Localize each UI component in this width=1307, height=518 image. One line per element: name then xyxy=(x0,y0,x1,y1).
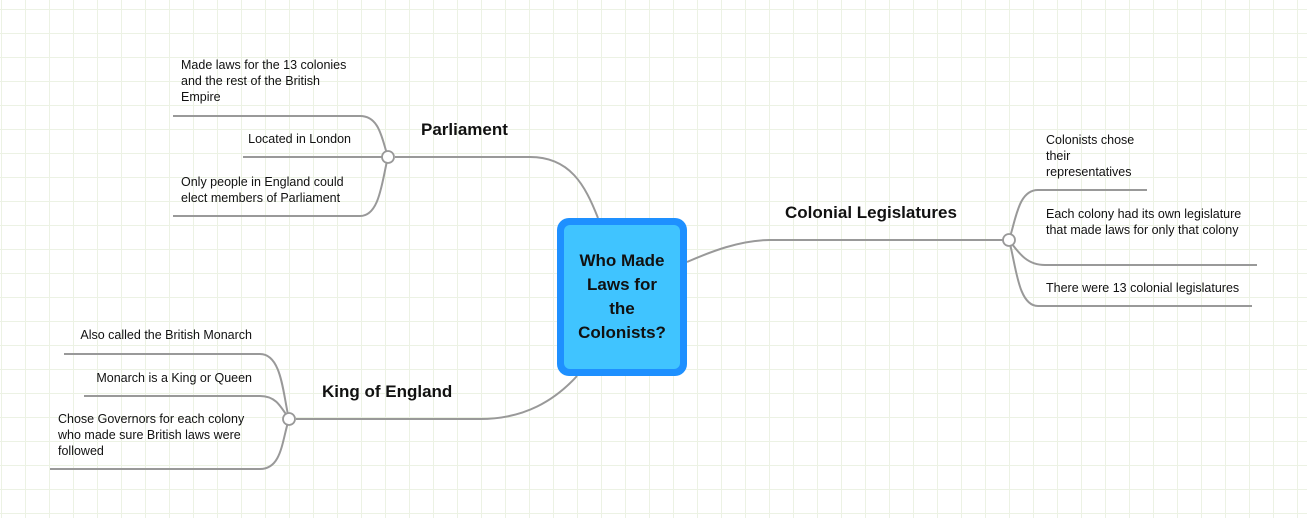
subtopic-king-2[interactable]: Monarch is a King or Queen xyxy=(96,371,252,385)
topic-colonial-legislatures[interactable]: Colonial Legislatures xyxy=(785,203,957,222)
subtopic-king-1[interactable]: Also called the British Monarch xyxy=(80,328,252,342)
subtopic-colonial-1[interactable]: Colonists chose their representatives xyxy=(1046,133,1135,179)
subtopic-colonial-2[interactable]: Each colony had its own legislature that… xyxy=(1046,207,1242,237)
subtopic-king-3[interactable]: Chose Governors for each colony who made… xyxy=(58,412,245,458)
topic-parliament[interactable]: Parliament xyxy=(421,120,508,139)
central-topic-label: Who Made Laws for the Colonists? xyxy=(564,225,680,369)
king-collapse-toggle xyxy=(282,412,296,426)
colonial-collapse-toggle xyxy=(1002,233,1016,247)
subtopic-parliament-2[interactable]: Located in London xyxy=(248,132,351,146)
central-topic[interactable]: Who Made Laws for the Colonists? xyxy=(557,218,687,376)
subtopic-parliament-3[interactable]: Only people in England could elect membe… xyxy=(181,175,344,205)
topic-king-of-england[interactable]: King of England xyxy=(322,382,453,401)
parliament-collapse-toggle xyxy=(381,150,395,164)
subtopic-parliament-1[interactable]: Made laws for the 13 colonies and the re… xyxy=(181,58,347,104)
subtopic-colonial-3[interactable]: There were 13 colonial legislatures xyxy=(1046,281,1240,295)
